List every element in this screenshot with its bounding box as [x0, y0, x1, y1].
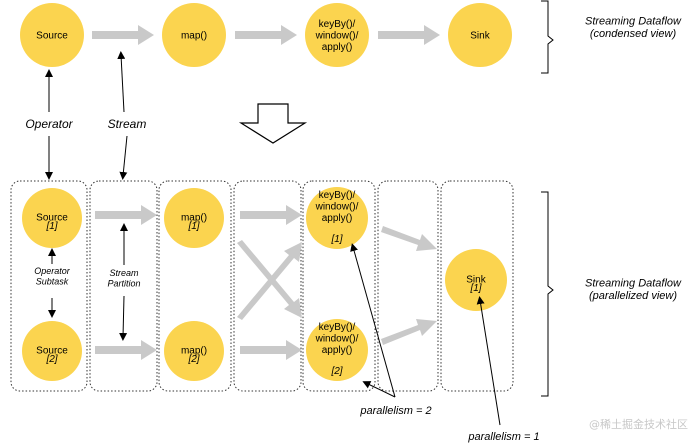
node-map-1: map() [1] [164, 188, 224, 248]
node-label: keyBy()/window()/apply() [315, 190, 359, 224]
top-annotations: Operator Stream [25, 51, 147, 180]
stream-arrow [378, 25, 440, 45]
transform-down-arrow-icon [238, 103, 308, 144]
partition-box [233, 180, 302, 392]
stream-arrow [235, 25, 297, 45]
stream-arrow [95, 205, 157, 225]
node-label: Source [36, 346, 68, 357]
partition-box [158, 180, 232, 392]
node-label: Sink [470, 31, 490, 42]
partition-box [10, 180, 88, 392]
node-label: map() [181, 346, 207, 357]
condensed-view: Source map() keyBy()/window()/apply() Si… [20, 0, 682, 74]
node-label: map() [181, 31, 207, 42]
operator-annotation: Operator [25, 117, 73, 131]
node-label: Source [36, 31, 68, 42]
partition-boxes [10, 180, 514, 392]
stream-arrow-cross [237, 242, 302, 320]
condensed-stream-arrows [92, 25, 440, 45]
stream-arrow [95, 340, 157, 360]
parallelized-caption: Streaming Dataflow(parallelized view) [585, 278, 682, 303]
node-index: [2] [187, 354, 199, 365]
node-sink-1: Sink [1] [445, 249, 507, 311]
node-source-1: Source [1] [22, 188, 82, 248]
condensed-node-keyby: keyBy()/window()/apply() [305, 3, 369, 67]
node-keyby-2: keyBy()/window()/apply() [2] [306, 319, 368, 381]
node-label: Source [36, 213, 68, 224]
stream-arrow [381, 319, 437, 345]
parallelized-view: Source [1] Source [2] map() [1] map() [2… [10, 180, 682, 443]
partition-box [302, 180, 376, 392]
stream-annotation: Stream [108, 117, 147, 131]
parallel-stream-arrows [95, 205, 437, 360]
partition-box [89, 180, 158, 392]
condensed-node-sink: Sink [448, 3, 512, 67]
stream-arrow [240, 205, 302, 225]
node-index: [2] [330, 366, 342, 377]
stream-arrow [240, 340, 302, 360]
parallelism-1-label: parallelism = 1 [467, 431, 539, 443]
node-map-2: map() [2] [164, 321, 224, 381]
node-index: [2] [45, 354, 57, 365]
condensed-node-source: Source [20, 3, 84, 67]
node-index: [1] [45, 221, 57, 232]
node-label: map() [181, 213, 207, 224]
node-label: keyBy()/window()/apply() [315, 19, 359, 53]
condensed-caption: Streaming Dataflow(condensed view) [585, 16, 682, 41]
watermark: @稀土掘金技术社区 [589, 417, 688, 431]
partition-box [440, 180, 514, 392]
node-index: [1] [469, 283, 481, 294]
node-index: [1] [330, 234, 342, 245]
condensed-node-map: map() [162, 3, 226, 67]
node-label: Sink [466, 275, 486, 286]
node-keyby-1: keyBy()/window()/apply() [1] [306, 187, 368, 249]
condensed-bracket [541, 0, 554, 74]
node-source-2: Source [2] [22, 321, 82, 381]
partition-box [377, 180, 439, 392]
node-label: keyBy()/window()/apply() [315, 322, 359, 356]
node-index: [1] [187, 221, 199, 232]
parallelism-2-label: parallelism = 2 [359, 405, 431, 417]
parallelism-annotations: parallelism = 2 parallelism = 1 [350, 243, 540, 443]
stream-arrow [381, 226, 437, 251]
stream-arrow [92, 25, 154, 45]
parallelized-bracket [541, 191, 554, 397]
